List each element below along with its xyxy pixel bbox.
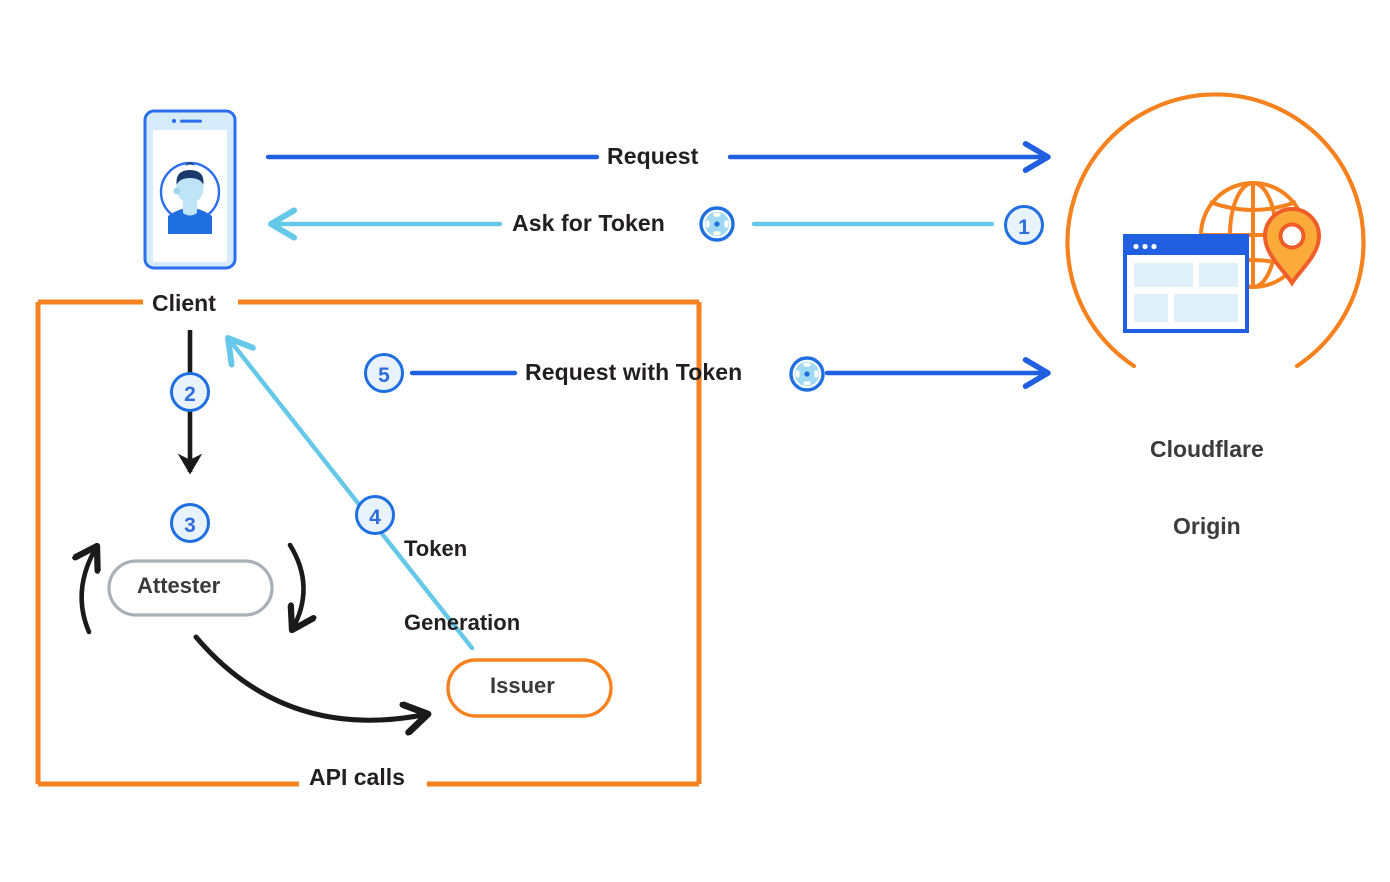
token-icon — [699, 206, 735, 242]
cloudflare-origin-illustration — [1065, 92, 1366, 369]
label-request-with-token: Request with Token — [525, 359, 743, 385]
label-api-calls: API calls — [309, 764, 405, 790]
label-issuer: Issuer — [490, 673, 555, 698]
label-cloudflare-origin-line1: Cloudflare — [1150, 435, 1264, 462]
api-calls-boundary — [35, 299, 702, 787]
step-badge-2: 2 — [170, 372, 210, 412]
attester-loop-arrows — [82, 542, 304, 635]
client-phone-illustration — [143, 109, 237, 270]
label-ask-for-token: Ask for Token — [512, 210, 665, 236]
label-cloudflare-origin-line2: Origin — [1173, 512, 1241, 539]
step-badge-5: 5 — [364, 353, 404, 393]
label-client: Client — [152, 290, 216, 316]
token-icon — [789, 356, 825, 392]
map-pin-icon — [1262, 206, 1322, 287]
browser-window-icon — [1123, 234, 1249, 333]
label-attester: Attester — [137, 573, 221, 598]
label-request: Request — [607, 143, 699, 169]
flow-token-generation-arrow — [228, 338, 475, 651]
flow-attester-to-issuer-arrow — [193, 634, 428, 720]
label-cloudflare-origin: Cloudflare Origin — [1150, 385, 1264, 591]
issuer-node — [446, 658, 613, 718]
label-token-generation: Token Generation — [404, 488, 520, 685]
attester-node — [107, 559, 274, 617]
step-badge-4: 4 — [355, 495, 395, 535]
label-token-generation-line2: Generation — [404, 610, 521, 636]
label-token-generation-line1: Token — [404, 536, 468, 562]
step-badge-1: 1 — [1004, 205, 1044, 245]
step-badge-3: 3 — [170, 503, 210, 543]
